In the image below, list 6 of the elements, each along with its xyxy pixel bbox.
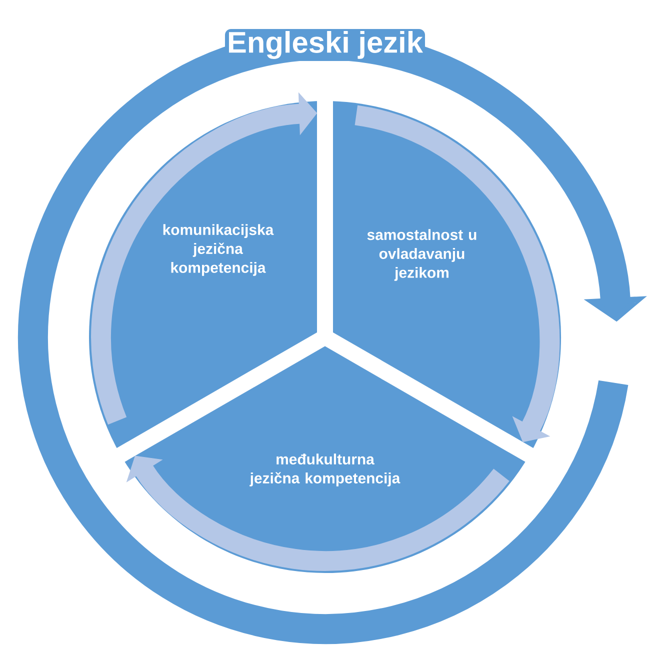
node-label: samostalnost u ovladavanju jezikom [367, 229, 476, 281]
node-label: međukulturna jezična kompetencija [250, 454, 400, 486]
node-label: komunikacijska jezična kompetencija [163, 224, 274, 276]
title: Engleski jezik [224, 29, 425, 61]
arrow [126, 456, 510, 571]
pie-sector: međukulturna jezična kompetencija [120, 337, 530, 574]
